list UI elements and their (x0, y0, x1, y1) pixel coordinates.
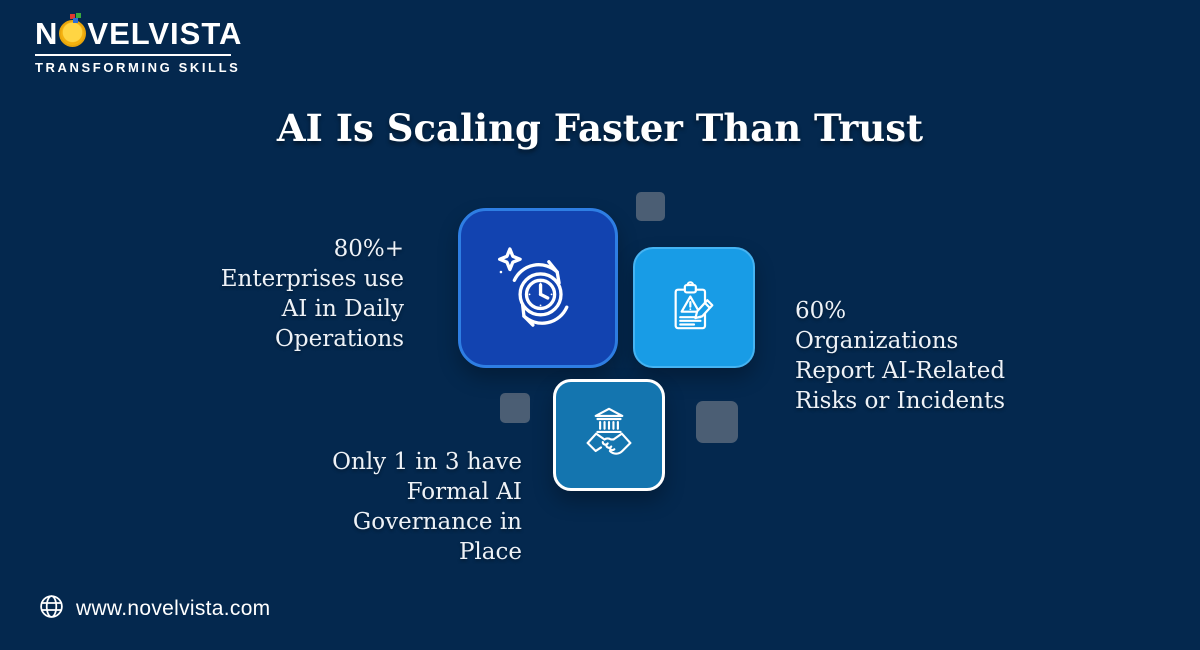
stat-governance-line: Only 1 in 3 have (332, 449, 522, 475)
stat-risks-line: Report AI-Related (795, 358, 1006, 384)
stat-enterprises-line: Enterprises use (220, 266, 404, 292)
clock-refresh-icon (492, 242, 584, 334)
decor-square-right (696, 401, 738, 443)
stat-enterprises-line: 80%+ (333, 236, 404, 262)
stat-risks-line: Organizations (795, 328, 959, 354)
bank-handshake-icon (577, 403, 641, 467)
clipboard-warning-icon (661, 275, 727, 341)
pinwheel-red-square (70, 14, 76, 19)
tile-risks (633, 247, 755, 368)
stat-governance-line: Place (458, 539, 522, 565)
footer: www.novelvista.com (38, 593, 270, 625)
logo-wordmark-suffix: VELVISTA (87, 16, 243, 51)
stat-governance-line: Governance in (352, 509, 522, 535)
tile-enterprises (458, 208, 618, 368)
logo-pinwheel-icon (70, 13, 82, 23)
tile-governance (553, 379, 665, 491)
logo-divider (35, 54, 231, 56)
logo-tagline: TRANSFORMING SKILLS (35, 60, 241, 75)
logo-wordmark-prefix: N (35, 16, 59, 51)
stat-governance-line: Formal AI (406, 479, 522, 505)
stat-enterprises-line: AI in Daily (281, 296, 404, 322)
decor-square-left (500, 393, 530, 423)
novelvista-logo: N VELVISTA TRANSFORMING SKILLS (35, 13, 243, 75)
stat-risks: 60% Organizations Report AI-Related Risk… (795, 296, 1095, 416)
logo-wordmark: N VELVISTA (35, 13, 243, 51)
stat-governance: Only 1 in 3 have Formal AI Governance in… (232, 447, 522, 567)
decor-square-top (636, 192, 665, 221)
logo-sun-icon (59, 13, 87, 47)
globe-icon (38, 593, 65, 625)
stat-enterprises: 80%+ Enterprises use AI in Daily Operati… (114, 234, 404, 354)
stat-risks-line: Risks or Incidents (795, 388, 1006, 414)
website-link[interactable]: www.novelvista.com (76, 597, 271, 620)
page-title: AI Is Scaling Faster Than Trust (276, 106, 924, 150)
stat-enterprises-line: Operations (275, 326, 404, 352)
pinwheel-blue-square (73, 18, 79, 23)
pinwheel-green-square (76, 13, 82, 18)
stat-risks-line: 60% (795, 298, 847, 324)
